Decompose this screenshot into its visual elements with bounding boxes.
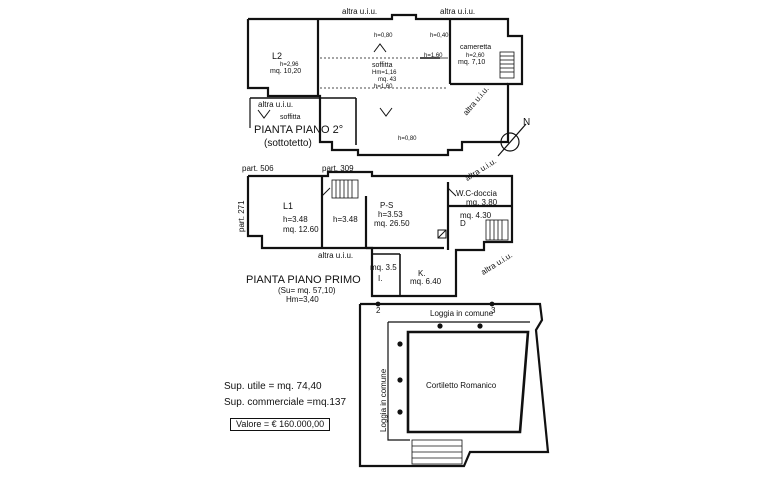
height-mark-terrace: h=1,60	[424, 53, 443, 59]
summary-sup-utile: Sup. utile = mq. 74,40	[224, 381, 322, 392]
loggia-label-top: Loggia in comune	[430, 309, 494, 318]
room-name-cameretta: cameretta	[460, 44, 492, 51]
top-floor-subtitle: (sottotetto)	[264, 138, 312, 149]
summary-sup-commerciale: Sup. commerciale =mq.137	[224, 397, 347, 408]
slope-arrows	[257, 43, 393, 119]
first-floor-title: PIANTA PIANO PRIMO	[246, 274, 361, 286]
first-floor-su: (Su= mq. 57,10)	[278, 286, 336, 295]
stair-first-floor	[331, 179, 359, 199]
room-area-soffitta-main: mq. 43	[378, 77, 397, 83]
column	[477, 323, 483, 329]
loggia-inner-left	[387, 322, 410, 441]
compass-north-label: N	[523, 117, 531, 128]
neighbor-label-mid: altra u.i.u.	[258, 100, 294, 109]
room-name-soffitta-main: soffitta	[372, 62, 393, 69]
room-height-l2: h=2,96	[280, 62, 299, 68]
room-name-l2: L2	[272, 51, 283, 61]
height-mark-bottom: h=0,80	[398, 136, 417, 142]
courtyard-name: Cortiletto Romanico	[426, 381, 497, 390]
room-area-l2: mq. 10,20	[270, 68, 302, 75]
marker-2: 2	[376, 306, 381, 315]
room-name-d: D	[460, 219, 466, 228]
top-floor-title: PIANTA PIANO 2°	[254, 124, 344, 136]
marker-3: 3	[491, 306, 496, 315]
first-floor-hm: Hm=3,40	[286, 295, 319, 304]
room-name-l1: L1	[283, 201, 294, 211]
first-floor-outline	[246, 170, 514, 298]
neighbor-label-top-right: altra u.i.u.	[440, 7, 476, 16]
room-height-l1: h=3.48	[283, 215, 308, 224]
compass-circle	[500, 132, 520, 152]
neighbor-label-first-bottom: altra u.i.u.	[318, 251, 354, 260]
room-area-i: mq. 3.5	[370, 263, 397, 272]
door-swing	[321, 187, 331, 197]
column	[489, 301, 495, 307]
room-area-cameretta: mq. 7,10	[458, 59, 486, 66]
column	[397, 409, 403, 415]
loggia-label-left: Loggia in comune	[379, 368, 388, 432]
summary-valore: Valore = € 160.000,00	[230, 418, 331, 432]
room-area-ps: mq. 26.50	[374, 219, 410, 228]
room-name-i: I.	[378, 274, 383, 283]
door-swing	[447, 187, 457, 197]
marker-diag	[437, 229, 447, 239]
marker-box	[437, 229, 447, 239]
room-area-l1: mq. 12.60	[283, 225, 319, 234]
room-name-wc: W.C-doccia	[456, 189, 497, 198]
stair-d	[485, 219, 509, 241]
room-height-ps: h=3.53	[378, 210, 403, 219]
height-mark-top: h=0,80	[374, 33, 393, 39]
neighbor-label-top-left: altra u.i.u.	[342, 7, 378, 16]
room-area-k: mq. 6.40	[410, 277, 442, 286]
north-compass	[497, 123, 527, 157]
part-label-309: part. 309	[322, 164, 354, 173]
room-area-d: mq. 4.30	[460, 211, 492, 220]
column	[397, 377, 403, 383]
column	[397, 341, 403, 347]
column	[375, 301, 381, 307]
top-floor-outline	[246, 13, 524, 157]
height-mark-mid: h=1,60	[374, 84, 393, 90]
loggia-outline	[358, 302, 550, 468]
slope-arrow-down	[379, 107, 393, 117]
slope-arrow-soffitta	[257, 109, 271, 119]
height-mark-right: h=0,40	[430, 33, 449, 39]
room-height-corridor: h=3.48	[333, 215, 358, 224]
stair-hatching	[331, 51, 515, 465]
room-name-k: K.	[418, 269, 426, 278]
room-name-soffitta-low: soffitta	[280, 114, 301, 121]
room-height-soffitta-main: Hm=1,16	[372, 70, 397, 76]
room-area-wc: mq. 3.80	[466, 198, 498, 207]
slope-arrow-up	[373, 43, 387, 53]
part-label-506: part. 506	[242, 164, 274, 173]
stair-cameretta	[499, 51, 515, 79]
detail-markers	[321, 187, 457, 239]
column	[437, 323, 443, 329]
room-height-cameretta: h=2,60	[466, 53, 485, 59]
courtyard-outline	[406, 330, 530, 434]
room-name-ps: P-S	[380, 201, 394, 210]
compass-needle	[497, 123, 527, 157]
part-label-271: part. 271	[237, 200, 246, 232]
loggia-columns	[375, 301, 495, 415]
wall-lines	[246, 13, 550, 468]
